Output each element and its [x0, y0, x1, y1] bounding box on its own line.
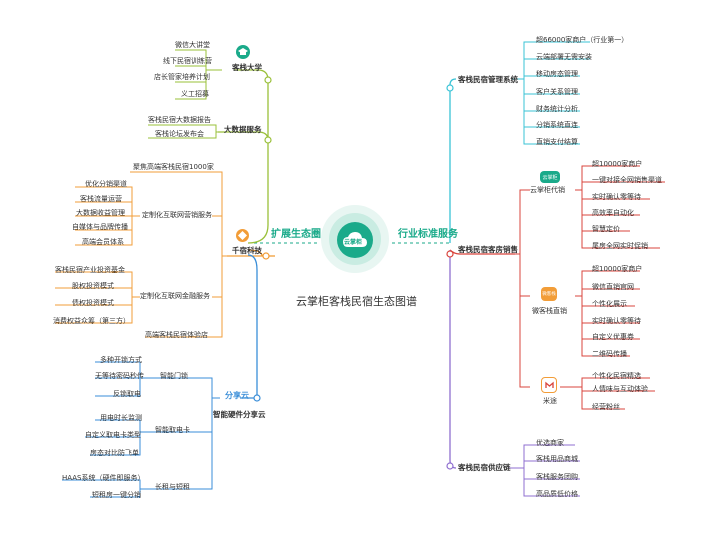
qianxiu-bottom: 高端客栈民宿体验店: [145, 331, 208, 339]
kezhan-daxue-item: 义工招募: [181, 90, 209, 98]
center-logo: [337, 222, 373, 258]
qianxiu-title: 千宿科技: [232, 246, 262, 255]
fenxiang-door-item: 反锁取电: [113, 390, 141, 398]
gongying-item: 优选商家: [536, 439, 564, 447]
dashuju-title: 大数据服务: [224, 125, 262, 134]
guanli-title: 客栈民宿管理系统: [458, 75, 518, 84]
dashuju-item: 客栈论坛发布会: [155, 130, 204, 138]
mitu-item: 经营粉丝: [592, 403, 620, 411]
gongying-item: 客栈服务团购: [536, 473, 578, 481]
qianxiu-marketing-item: 自媒体与品牌传播: [72, 223, 128, 231]
guanli-item: 超66000家商户（行业第一）: [536, 36, 629, 44]
qianxiu-finance-item: 债权投资模式: [72, 299, 114, 307]
qianxiu-marketing-label: 定制化互联网营销服务: [142, 211, 212, 219]
left-branch-label: 扩展生态圈: [271, 229, 321, 240]
daixiao-item: 智慧定价: [592, 225, 620, 233]
daixiao-item: 超10000家商户: [592, 160, 643, 168]
gongying-item: 高品质低价格: [536, 490, 578, 498]
qianxiu-icon: [236, 229, 249, 242]
fenxiang-card-label: 智能取电卡: [155, 426, 190, 434]
fenxiang-rent-item: 短租房一键分销: [92, 491, 141, 499]
mitu-item: 人情味与互动体验: [592, 385, 648, 393]
zhixiao-item: 二维码传播: [592, 350, 627, 358]
gongying-title: 客栈民宿供应链: [458, 463, 511, 472]
qianxiu-marketing-item: 优化分销渠道: [85, 180, 127, 188]
guanli-item: 财务统计分析: [536, 105, 578, 113]
guanli-item: 直销支付结算: [536, 138, 578, 146]
daixiao-item: 高效率自动化: [592, 209, 634, 217]
right-branch-label: 行业标准服务: [398, 229, 458, 240]
zhixiao-item: 实时确认零等待: [592, 317, 641, 325]
kezhan-daxue-icon: [236, 45, 250, 59]
qianxiu-top: 聚焦高端客栈民宿1000家: [133, 163, 214, 171]
guanli-item: 客户关系管理: [536, 88, 578, 96]
qianxiu-finance-item: 客栈民宿产业投资基金: [55, 266, 125, 274]
fenxiang-door-label: 智能门锁: [160, 372, 188, 380]
cloud-icon: [343, 232, 367, 247]
fenxiang-rent-item: HAAS系统（硬件即服务）: [62, 474, 145, 482]
center-title: 云掌柜客栈民宿生态图谱: [296, 295, 417, 308]
fenxiang-title: 智能硬件分享云: [213, 410, 266, 419]
fenxiang-door-item: 无等待密码秒传: [95, 372, 144, 380]
qianxiu-finance-label: 定制化互联网金融服务: [140, 292, 210, 300]
daixiao-label: 云掌柜代销: [530, 186, 565, 194]
zhixiao-item: 微信直销官网: [592, 283, 634, 291]
center-logo-text: 云掌柜: [344, 239, 363, 246]
fenxiang-card-item: 房态对比防飞单: [90, 449, 139, 457]
mitu-label: 米途: [543, 397, 557, 405]
fenxiang-logo: 分享云: [225, 391, 249, 400]
fenxiang-door-item: 多种开锁方式: [100, 356, 142, 364]
kezhan-daxue-item: 线下民宿训练营: [163, 57, 212, 65]
dashuju-item: 客栈民宿大数据报告: [148, 116, 211, 124]
zhixiao-logo: 微客栈: [541, 287, 557, 301]
mitu-logo-icon: [541, 377, 557, 393]
qianxiu-marketing-item: 高端会员体系: [82, 238, 124, 246]
xiaoshou-title: 客栈民宿客房销售: [458, 245, 518, 254]
zhixiao-item: 个性化展示: [592, 300, 627, 308]
kezhan-daxue-item: 微信大讲堂: [175, 41, 210, 49]
daixiao-logo-text: 云掌柜: [542, 174, 558, 181]
fenxiang-rent-label: 长租与短租: [155, 483, 190, 491]
qianxiu-marketing-item: 客栈流量运营: [80, 195, 122, 203]
daixiao-item: 实时确认零等待: [592, 193, 641, 201]
daixiao-logo: 云掌柜: [540, 171, 560, 183]
guanli-item: 分销系统直连: [536, 121, 578, 129]
guanli-item: 云端部署无需安装: [536, 53, 592, 61]
gongying-item: 客栈用品商城: [536, 455, 578, 463]
qianxiu-marketing-item: 大数据收益管理: [76, 209, 125, 217]
guanli-item: 移动房态管理: [536, 70, 578, 78]
mitu-item: 个性化民宿精选: [592, 372, 641, 380]
daixiao-item: 一键对接全网销售渠道: [592, 176, 662, 184]
zhixiao-logo-text: 微客栈: [542, 292, 556, 297]
daixiao-item: 尾房全网实时促销: [592, 242, 648, 250]
kezhan-daxue-item: 店长管家培养计划: [154, 73, 210, 81]
fenxiang-card-item: 用电时长监测: [100, 414, 142, 422]
qianxiu-finance-item: 股权投资模式: [72, 282, 114, 290]
qianxiu-finance-item: 消费权益众筹（第三方）: [53, 317, 130, 325]
zhixiao-item: 超10000家商户: [592, 265, 643, 273]
zhixiao-label: 微客栈直销: [532, 307, 567, 315]
fenxiang-card-item: 自定义取电卡类型: [85, 431, 141, 439]
kezhan-daxue-title: 客栈大学: [232, 63, 262, 72]
zhixiao-item: 自定义优惠券: [592, 333, 634, 341]
